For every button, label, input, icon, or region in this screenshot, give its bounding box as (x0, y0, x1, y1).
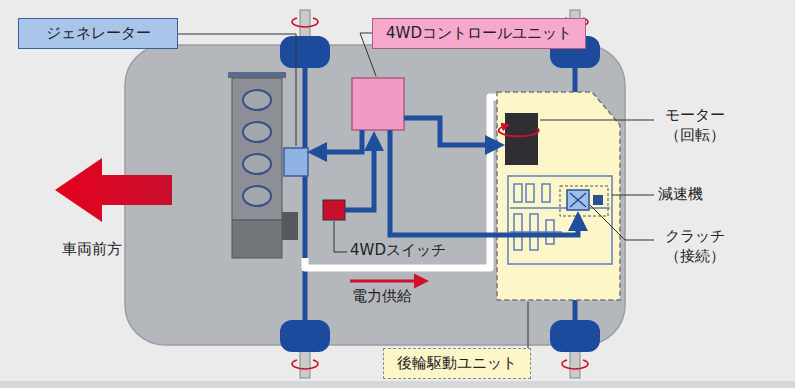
clutch (567, 190, 603, 210)
drawing-part (567, 190, 589, 210)
drawing-part (508, 176, 612, 264)
drawing-part (550, 320, 600, 352)
power-path (305, 97, 528, 268)
reduction-gear (508, 176, 612, 264)
drawing-part (570, 350, 580, 378)
drawing-part (243, 154, 271, 174)
drawing-part (390, 130, 578, 235)
drawing-part (280, 36, 330, 68)
drawing-part (243, 90, 271, 110)
drawing-part (510, 207, 610, 209)
node-text: ジェネレーター (31, 24, 165, 43)
node-text: 後輪駆動ユニット (396, 354, 518, 373)
drawing-part (292, 360, 318, 369)
rear-drive-area (497, 92, 620, 300)
drawing-part (300, 350, 310, 378)
front-label: 車両前方 (62, 240, 122, 260)
car-body (125, 45, 625, 345)
power-label: 電力供給 (352, 287, 412, 307)
drawing-part (232, 220, 282, 258)
drawing-part (526, 184, 534, 202)
node-text: 4WDコントロールユニット (385, 24, 573, 43)
drawing-part (345, 140, 374, 210)
power-arrow (350, 280, 420, 283)
generator-unit (284, 148, 308, 176)
drawing-part (303, 40, 308, 350)
drawing-part (570, 193, 586, 207)
drawing-part (593, 195, 603, 205)
drawing-part (542, 184, 550, 202)
motor-spin (499, 126, 539, 136)
drawing-part (282, 212, 298, 240)
drawing-part (590, 205, 654, 240)
drawing-part (334, 221, 347, 252)
drawing-part (228, 72, 286, 78)
drawing-part (562, 360, 588, 369)
drawing-part (232, 78, 282, 220)
drawing-part (178, 34, 296, 146)
drawing-part (514, 184, 522, 202)
drawing-part (280, 320, 330, 352)
drawing-part (243, 90, 271, 206)
bottom-strip (0, 381, 795, 388)
control-unit-label-box: 4WDコントロールユニット (372, 18, 586, 49)
generator-label-box: ジェネレーター (18, 18, 178, 49)
axles (305, 40, 575, 350)
drawing-part (404, 118, 496, 145)
rear-drive-label-box: 後輪駆動ユニット (383, 348, 531, 379)
drawing-part (300, 10, 310, 38)
clutch-frame (560, 186, 608, 216)
leader-lines (178, 33, 654, 361)
gear-label: 減速機 (658, 185, 703, 205)
drawing-part (292, 18, 318, 27)
drawing-part (316, 130, 362, 152)
switch (323, 200, 345, 220)
drawing-part (540, 120, 654, 121)
front-arrow (55, 158, 172, 222)
drawing-part (612, 195, 654, 196)
signal-arrows (316, 118, 578, 235)
control-unit (352, 78, 404, 130)
drawing-part (243, 186, 271, 206)
motor-label: モーター （回転） (658, 106, 732, 145)
motor (505, 113, 538, 165)
drawing-part (570, 193, 586, 207)
clutch-label: クラッチ （接続） (658, 227, 732, 266)
drawing-part (243, 122, 271, 142)
switch-label: 4WDスイッチ (350, 241, 446, 261)
